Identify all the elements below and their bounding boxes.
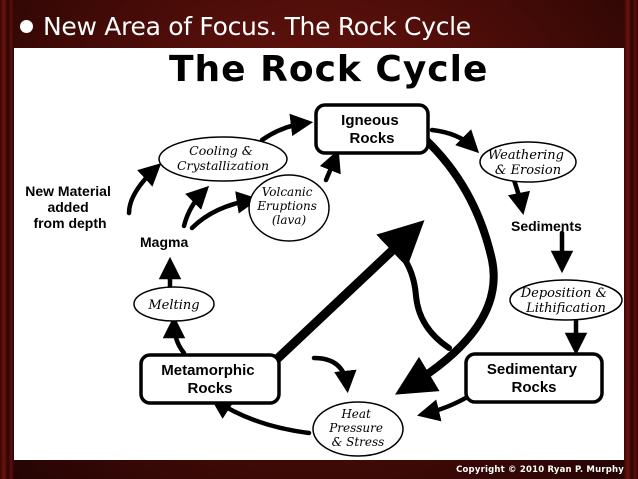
diagram-heading: The Rock Cycle bbox=[169, 49, 488, 90]
cooling-label: Cooling & Crystallization bbox=[177, 143, 269, 173]
heat-label: Heat Pressure & Stress bbox=[328, 407, 387, 449]
process-ovals bbox=[133, 136, 623, 457]
volcanic-label: Volcanic Eruptions (lava) bbox=[256, 185, 321, 227]
arrow-volcanic-to-igneous bbox=[319, 149, 341, 183]
copyright-notice: Copyright © 2010 Ryan P. Murphy bbox=[456, 465, 624, 475]
slide-title: New Area of Focus. The Rock Cycle bbox=[12, 12, 471, 41]
melting-label: Melting bbox=[147, 298, 199, 313]
cycle-arrows bbox=[126, 113, 588, 436]
weathering-oval bbox=[479, 141, 577, 183]
metamorphic-rocks-box bbox=[139, 353, 281, 405]
sedimentary-rocks-label: Sedimentary Rocks bbox=[487, 361, 581, 396]
slide-title-text: New Area of Focus. The Rock Cycle bbox=[43, 12, 471, 41]
metamorphic-rocks-label: Metamorphic Rocks bbox=[161, 362, 259, 397]
arrow-return-curve bbox=[397, 250, 452, 351]
arrow-igneous-to-heat bbox=[395, 136, 498, 395]
deposition-oval bbox=[509, 279, 623, 321]
igneous-rocks-label: Igneous Rocks bbox=[341, 112, 403, 147]
arrow-igneous-to-weathering bbox=[429, 127, 480, 154]
weathering-label: Weathering & Erosion bbox=[488, 148, 568, 178]
volcanic-oval bbox=[248, 174, 330, 242]
arrow-to-heat-small bbox=[311, 355, 357, 394]
right-curtain bbox=[624, 0, 638, 479]
arrow-magma-to-volcanic bbox=[189, 191, 260, 231]
cooling-oval bbox=[158, 136, 288, 182]
rock-cycle-diagram: The Rock Cycle Igneous Ro bbox=[14, 48, 624, 460]
arrow-magma-to-cooling bbox=[181, 185, 210, 229]
magma-label: Magma bbox=[140, 234, 188, 250]
rock-cycle-svg: The Rock Cycle Igneous Ro bbox=[25, 49, 623, 457]
arrow-metamorphic-to-igneous bbox=[271, 220, 425, 365]
igneous-rocks-box bbox=[314, 103, 430, 155]
arrow-metamorphic-to-melting bbox=[162, 315, 187, 356]
left-curtain bbox=[0, 0, 14, 479]
arrow-heat-to-metamorphic bbox=[209, 397, 312, 436]
bullet-icon bbox=[20, 20, 33, 33]
arrow-sedimentary-to-heat bbox=[416, 393, 472, 422]
sedimentary-rocks-box bbox=[464, 352, 604, 404]
melting-oval bbox=[133, 286, 215, 322]
heat-oval bbox=[312, 401, 404, 457]
arrow-new-material bbox=[126, 163, 162, 216]
new-material-label: New Material added from depth bbox=[25, 183, 114, 231]
rock-boxes bbox=[139, 103, 604, 405]
arrow-weathering-to-sediments bbox=[507, 177, 531, 216]
sediments-label: Sediments bbox=[511, 218, 582, 234]
deposition-label: Deposition & Lithification bbox=[520, 286, 612, 316]
arrow-cooling-to-igneous bbox=[259, 113, 314, 143]
